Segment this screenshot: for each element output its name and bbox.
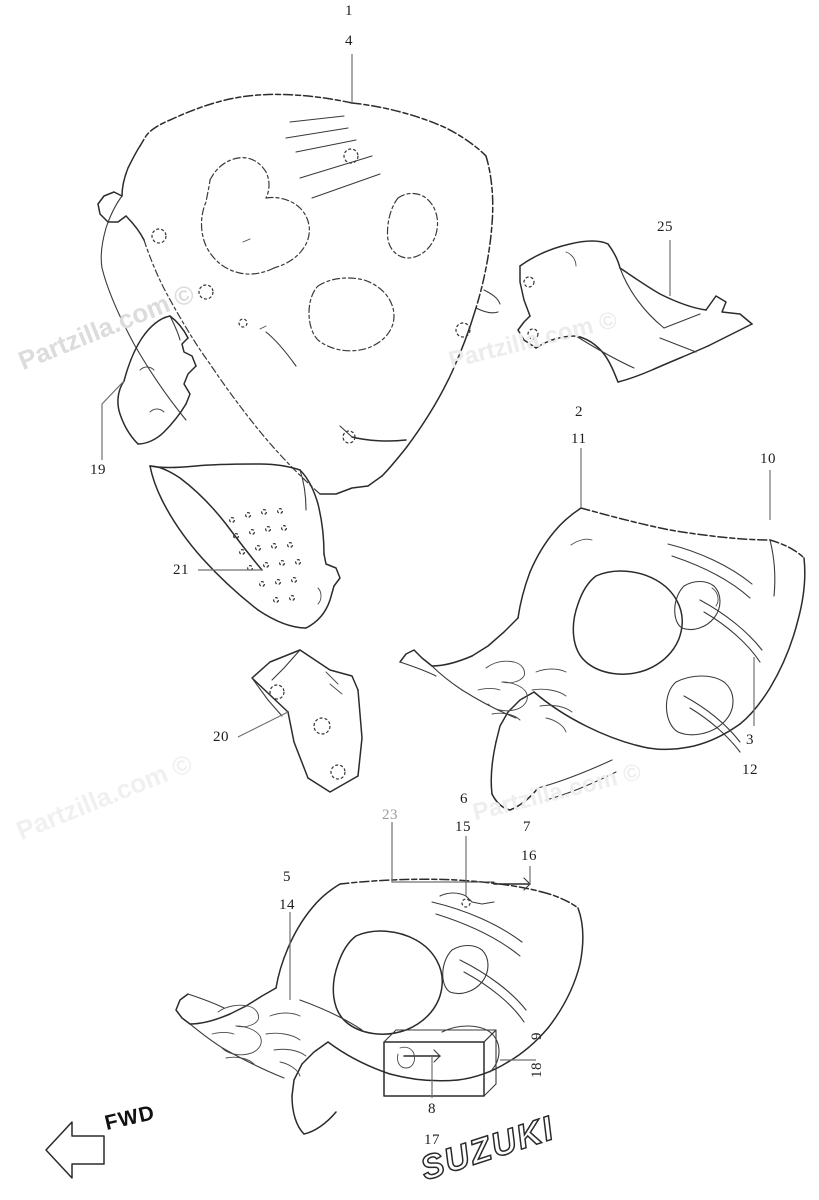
leader-lines	[101, 54, 771, 1061]
callout-2: 2	[575, 404, 583, 420]
part-access-cover	[383, 1029, 497, 1098]
callout-14: 14	[279, 897, 295, 913]
callout-18: 18	[529, 1062, 545, 1078]
callout-16: 16	[521, 848, 537, 864]
part-side-bracket	[117, 315, 197, 445]
part-mounting-plate	[251, 649, 363, 793]
callout-12: 12	[742, 762, 758, 778]
callout-9: 9	[529, 1032, 545, 1040]
callout-19: 19	[90, 462, 106, 478]
callout-17: 17	[424, 1132, 440, 1148]
part-vent-panel	[149, 463, 341, 629]
callout-3: 3	[746, 732, 754, 748]
part-upper-inner-cowling	[97, 93, 501, 495]
callout-15: 15	[455, 819, 471, 835]
callout-25: 25	[657, 219, 673, 235]
callout-20: 20	[213, 729, 229, 745]
part-bottom-lower-cowling	[175, 877, 584, 1135]
callout-8: 8	[428, 1101, 436, 1117]
fwd-arrow-icon	[45, 1121, 105, 1179]
callout-1: 1	[345, 3, 353, 19]
part-lower-cowling-stay	[517, 240, 753, 383]
callout-11: 11	[571, 431, 587, 447]
callout-7: 7	[523, 819, 531, 835]
callout-10: 10	[760, 451, 776, 467]
callout-6-top: 6	[460, 791, 468, 807]
callout-4: 4	[345, 33, 353, 49]
callout-23: 23	[382, 807, 398, 823]
callout-21: 21	[173, 562, 189, 578]
part-right-lower-cowling	[399, 507, 806, 811]
callout-5: 5	[283, 869, 291, 885]
